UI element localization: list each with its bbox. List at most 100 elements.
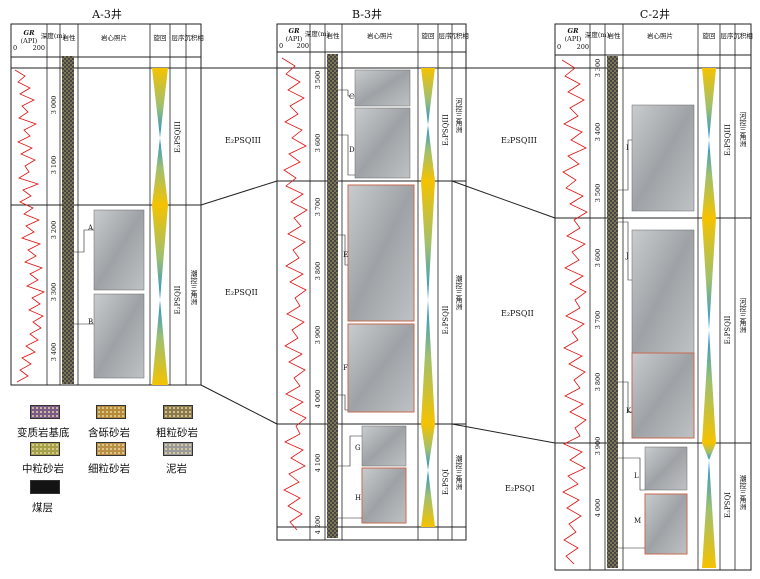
well-c2: C-2井 GR (API) 0 200 深度(m) 岩性 岩心照片 旋回 层序 … xyxy=(554,7,753,571)
legend-swatch xyxy=(163,442,193,456)
legend-label: 含砾砂岩 xyxy=(88,427,130,439)
gr-max: 200 xyxy=(33,44,45,52)
depth-tick: 3 800 xyxy=(594,373,602,392)
cycle-header: 旋回 xyxy=(154,33,167,42)
core-photo xyxy=(361,425,407,467)
legend-label: 煤层 xyxy=(32,502,53,514)
depth-tick: 3 600 xyxy=(594,249,602,268)
photo-label: I xyxy=(626,144,629,152)
corr-label-b3c2-sq2: E₂PSQII xyxy=(501,309,534,318)
seq-header: 层序 xyxy=(721,31,735,40)
photo-label: L xyxy=(634,472,639,480)
core-photo xyxy=(354,69,411,107)
photo-label: H xyxy=(355,494,361,502)
cycle-triangle xyxy=(702,68,716,140)
cycle-triangle xyxy=(152,68,168,138)
depth-tick: 4 200 xyxy=(314,516,322,535)
core-header: 岩心照片 xyxy=(367,31,393,40)
sequence-label: E₂PSQIII xyxy=(174,121,182,153)
facies-label: 潮控三角洲 xyxy=(739,474,747,510)
gr-min: 0 xyxy=(13,44,17,52)
depth-tick: 3 200 xyxy=(50,221,58,240)
depth-tick: 3 400 xyxy=(594,123,602,142)
depth-header: 深度(m) xyxy=(305,29,330,38)
facies-header: 沉积相 xyxy=(184,33,204,42)
core-photo xyxy=(361,467,407,524)
cycle-triangle xyxy=(421,125,435,181)
gr-unit: (API) xyxy=(286,35,303,43)
cycle-triangle xyxy=(421,181,435,300)
sequence-label: E₂PSQI xyxy=(442,469,450,495)
legend-label: 细粒砂岩 xyxy=(88,463,130,475)
well-title: C-2井 xyxy=(640,7,670,21)
legend-swatch xyxy=(30,405,60,419)
core-photo xyxy=(93,293,145,379)
cycle-triangle xyxy=(152,300,168,385)
cycle-triangle xyxy=(702,330,716,443)
depth-tick: 3 600 xyxy=(314,134,322,153)
photo-label: J xyxy=(625,252,629,260)
photo-label: G xyxy=(355,444,361,452)
depth-header: 深度(m) xyxy=(585,30,610,39)
cycle-triangle xyxy=(421,470,435,527)
gr-curve xyxy=(561,59,588,565)
depth-tick: 3 300 xyxy=(594,59,602,78)
sequence-label: E₂PSQII xyxy=(174,285,182,314)
cycle-triangle xyxy=(421,68,435,125)
corr-label-a3b3-sq2: E₂PSQII xyxy=(225,288,258,297)
photo-label: C xyxy=(349,93,354,101)
core-photo xyxy=(631,352,695,439)
depth-tick: 4 100 xyxy=(314,454,322,473)
corr-label-b3c2-sq3: E₂PSQIII xyxy=(501,136,537,145)
facies-label: 潮控三角洲 xyxy=(190,269,198,305)
core-header: 岩心照片 xyxy=(647,31,673,40)
core-photo xyxy=(354,107,411,179)
depth-tick: 3 900 xyxy=(314,326,322,345)
cycle-triangle xyxy=(702,443,716,460)
sequence-label: E₂PSQII xyxy=(442,305,450,334)
sequence-label: E₂PSQIII xyxy=(442,114,450,146)
depth-tick: 3 100 xyxy=(50,156,58,175)
corr-label-a3b3-sq3: E₂PSQIII xyxy=(225,136,261,145)
corr-label-b3c2-sq1: E₂PSQI xyxy=(505,484,535,493)
lith-column xyxy=(607,56,618,568)
depth-tick: 3 000 xyxy=(50,96,58,115)
core-photo xyxy=(644,493,688,555)
well-a3: A-3井 GR (API) 0 200 深度(m) 岩性 岩心照片 旋回 层序 … xyxy=(10,7,204,386)
photo-label: B xyxy=(88,318,93,326)
core-photo xyxy=(631,104,695,212)
gr-header: GR xyxy=(289,27,301,35)
lith-header: 岩性 xyxy=(608,31,622,40)
photo-label: M xyxy=(634,517,641,525)
gr-curve xyxy=(14,69,46,383)
core-header: 岩心照片 xyxy=(101,33,127,42)
well-b3: B-3井 GR (API) 0 200 深度(m) 岩性 岩心照片 旋回 层序 … xyxy=(276,7,469,541)
cycle-triangle xyxy=(702,218,716,330)
photo-label: D xyxy=(349,146,355,154)
legend-label: 泥岩 xyxy=(166,463,187,475)
lith-column xyxy=(327,54,338,538)
legend-label: 变质岩基底 xyxy=(17,427,70,439)
well-title: A-3井 xyxy=(91,7,122,21)
sequence-label: E₂PSQII xyxy=(724,315,732,344)
core-photo xyxy=(347,184,415,322)
cycle-triangle xyxy=(421,300,435,424)
gr-max: 200 xyxy=(577,43,589,51)
gr-min: 0 xyxy=(557,43,561,51)
photo-label: K xyxy=(626,407,632,415)
depth-tick: 3 300 xyxy=(50,283,58,302)
core-photo xyxy=(644,446,688,491)
legend-label: 粗粒砂岩 xyxy=(156,427,198,439)
facies-header: 沉积相 xyxy=(449,31,469,40)
depth-header: 深度(m) xyxy=(41,31,66,40)
lith-column xyxy=(62,56,74,384)
legend-swatch xyxy=(96,405,126,419)
correlation-labels: E₂PSQIII E₂PSQII E₂PSQIII E₂PSQII E₂PSQI xyxy=(225,136,537,493)
gr-max: 200 xyxy=(297,42,309,50)
core-photo xyxy=(347,323,415,413)
depth-tick: 4 000 xyxy=(594,499,602,518)
well-title: B-3井 xyxy=(352,7,382,21)
cycle-triangle xyxy=(152,205,168,300)
sequence-label: E₂PSQI xyxy=(724,492,732,518)
